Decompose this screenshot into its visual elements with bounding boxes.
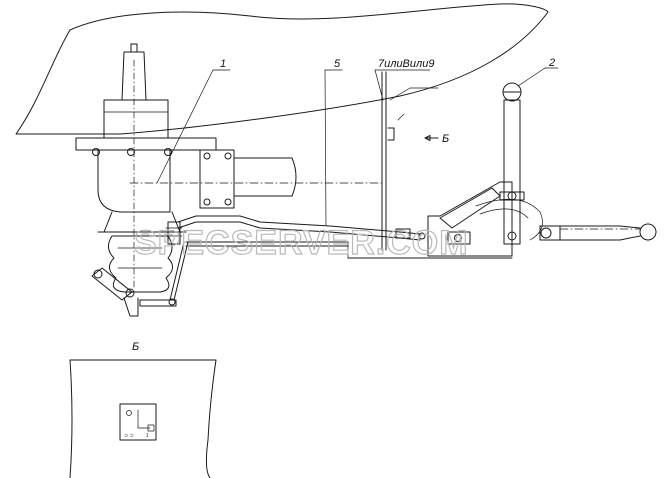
callout-7-or-9-label: 7илиВили9	[378, 58, 434, 70]
vertical-rod	[381, 71, 439, 251]
cab-floor-outline	[15, 3, 549, 135]
callout-5-label: 5	[334, 58, 341, 70]
callout-2-label: 2	[548, 57, 555, 69]
view-b-panel-outline	[69, 359, 217, 478]
pedal-bracket	[347, 181, 657, 259]
callout-leaders	[156, 67, 559, 226]
frame-tube	[129, 149, 386, 209]
pedal-lever	[499, 82, 525, 245]
view-b-switch-plate: ⊃ ⊃ 1	[119, 403, 157, 441]
view-title: Б	[132, 341, 139, 353]
svg-text:1: 1	[146, 433, 149, 439]
brake-valve-assembly	[75, 43, 217, 291]
watermark: SPECSERVER.COM	[134, 224, 469, 262]
view-arrow-label: Б	[442, 133, 449, 145]
lower-linkage	[91, 221, 189, 317]
svg-text:⊃ ⊃: ⊃ ⊃	[124, 433, 134, 439]
callout-1-label: 1	[220, 58, 226, 70]
